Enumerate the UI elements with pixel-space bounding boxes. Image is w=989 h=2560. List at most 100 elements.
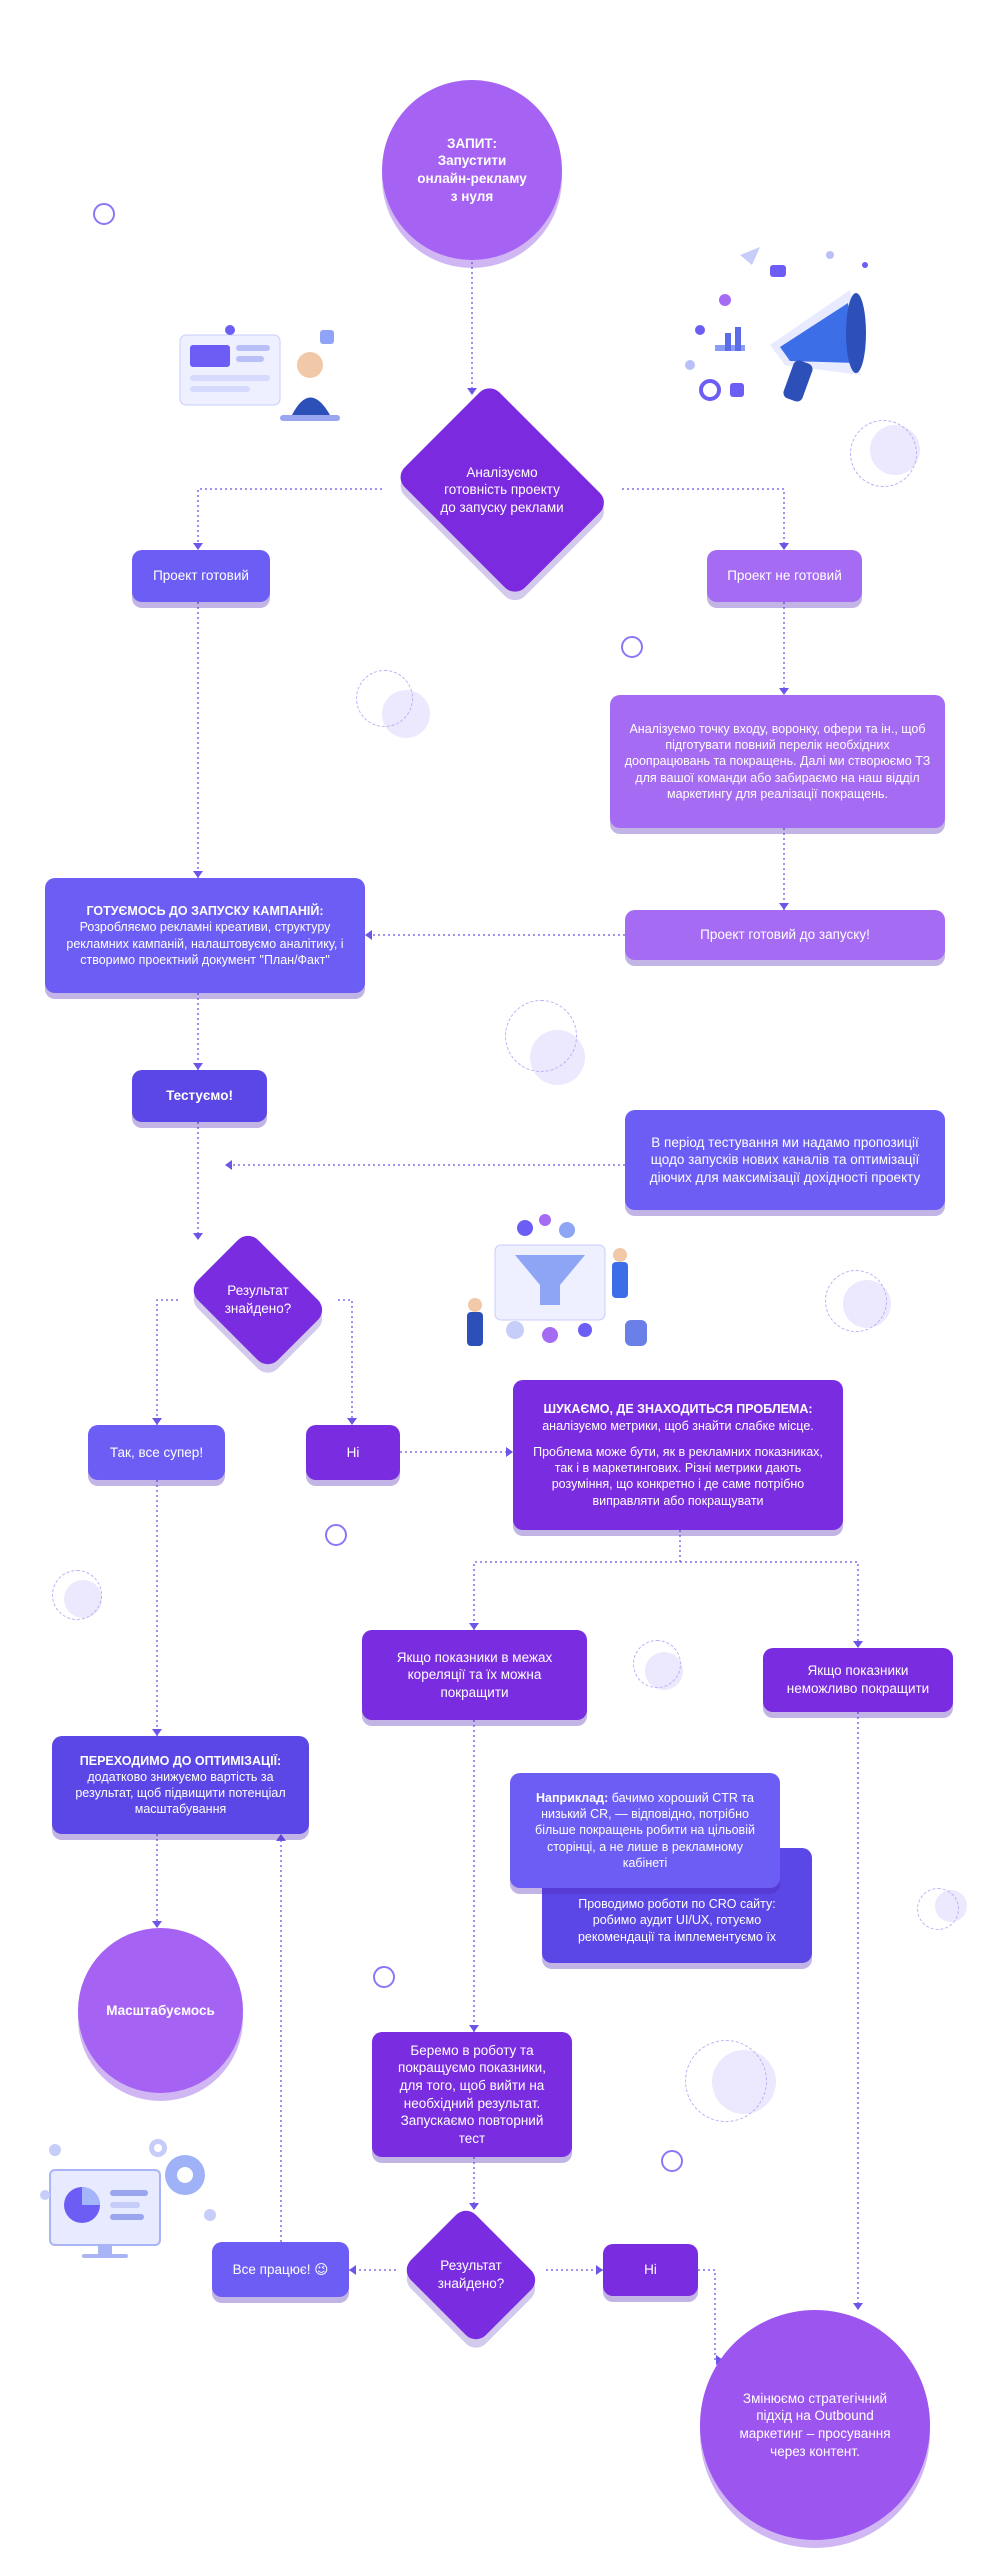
node-project-ready-label: Проект готовий [153,568,249,584]
decision-result-1: Результат знайдено? [178,1240,338,1360]
node-outbound: Змінюємо стратегічний підхід на Outbound… [700,2310,930,2540]
start-circle: ЗАПИТ: Запустити онлайн-рекламу з нуля [382,80,562,260]
connector-arrowhead [779,543,789,550]
node-prepare-campaigns: ГОТУЄМОСЬ ДО ЗАПУСКУ КАМПАНІЙ: Розробляє… [45,878,365,993]
node-testing-label: Тестуємо! [166,1088,233,1104]
decor-ring [825,1270,887,1332]
node-project-not-ready-label: Проект не готовий [727,568,842,584]
start-line-3: онлайн-рекламу [417,171,527,186]
connector-arrowhead [193,1063,203,1070]
decision-readiness: Аналізуємо готовність проекту до запуску… [382,395,622,585]
decor-ring [685,2040,767,2122]
decor-ring [505,1000,577,1072]
connector-arrowhead [596,2265,603,2275]
node-cant-improve-label: Якщо показники неможливо покращити [786,1663,930,1696]
node-prepare-body: Розробляємо рекламні креативи, структуру… [66,920,344,967]
node-optimize: ПЕРЕХОДИМО ДО ОПТИМІЗАЦІЇ: додатково зни… [52,1736,309,1834]
decision-readiness-label: Аналізуємо готовність проекту до запуску… [440,464,564,515]
designer-illustration [179,325,340,421]
node-project-ready: Проект готовий [132,550,270,602]
funnel-illustration [467,1214,647,1346]
connector-line [698,2269,723,2361]
decor-ring [621,636,643,658]
decor-ring [917,1888,959,1930]
node-improve: Якщо показники в межах кореляції та їх м… [362,1630,587,1720]
node-ready-to-launch: Проект готовий до запуску! [625,910,945,960]
node-retest-label: Беремо в роботу та покращуємо показники,… [398,2042,546,2146]
node-project-not-ready: Проект не готовий [707,550,862,602]
node-example-body: бачимо хороший CTR та низький CR, — відп… [535,1790,755,1870]
node-scale-label: Масштабуємось [106,2002,215,2018]
node-problem-title: ШУКАЄМО, ДЕ ЗНАХОДИТЬСЯ ПРОБЛЕМА: [543,1402,813,1417]
connector-arrowhead [276,1834,286,1841]
connector-arrowhead [193,871,203,878]
node-no-2-label: Ні [644,2262,657,2278]
connector-line [197,488,382,550]
node-cant-improve: Якщо показники неможливо покращити [763,1648,953,1712]
decor-ring [633,1640,681,1688]
node-ready-to-launch-label: Проект готовий до запуску! [700,927,870,943]
node-yes-super: Так, все супер! [88,1425,225,1480]
connector-arrowhead [469,2025,479,2032]
connector-line [156,1299,178,1425]
connector-arrowhead [853,1641,863,1648]
node-optimize-body: додатково знижуємо вартість за результат… [75,1769,286,1817]
connector-arrowhead [347,1418,357,1425]
node-testing: Тестуємо! [132,1070,267,1122]
node-prepare-title: ГОТУЄМОСЬ ДО ЗАПУСКУ КАМПАНІЙ: [86,904,324,918]
connector-arrowhead [506,1447,513,1457]
node-cro-label: Проводимо роботи по CRO сайту: робимо ау… [577,1897,777,1944]
connector-line [473,1530,681,1630]
dashboard-illustration [40,2139,216,2258]
connector-arrowhead [365,930,372,940]
decor-ring [850,420,917,487]
connector-line [622,488,785,550]
connector-line [680,1561,859,1648]
connector-arrowhead [779,903,789,910]
node-find-problem: ШУКАЄМО, ДЕ ЗНАХОДИТЬСЯ ПРОБЛЕМА: аналіз… [513,1380,843,1530]
connector-arrowhead [225,1160,232,1170]
decor-ring [325,1524,347,1546]
connector-arrowhead [469,1623,479,1630]
connector-arrowhead [853,2303,863,2310]
connector-arrowhead [193,1233,203,1240]
connector-arrowhead [152,1921,162,1928]
megaphone-illustration [685,247,868,402]
start-line-2: Запустити [437,153,507,169]
node-yes-super-label: Так, все супер! [109,1444,204,1460]
decor-ring [52,1570,102,1620]
node-analyze-entry: Аналізуємо точку входу, воронку, офери т… [610,695,945,828]
node-example: Наприклад: бачимо хороший CTR та низький… [510,1773,780,1888]
gear-icon [165,2155,205,2195]
start-line-4: з нуля [450,188,494,204]
node-no-2: Ні [603,2244,698,2296]
node-scale: Масштабуємось [78,1928,243,2093]
node-all-works-label: Все працює! 😉 [232,2261,329,2277]
node-no-1-label: Ні [346,1444,360,1460]
node-example-text: Наприклад: бачимо хороший CTR та низький… [524,1790,766,1871]
node-example-bold: Наприклад: [536,1790,609,1805]
node-testing-note: В період тестування ми надамо пропозиції… [625,1110,945,1210]
decision-result-2-label: Результат знайдено? [437,2258,505,2291]
decor-ring [356,670,413,727]
connector-arrowhead [152,1729,162,1736]
node-no-1: Ні [306,1425,400,1480]
node-outbound-label: Змінюємо стратегічний підхід на Outbound… [739,2390,891,2459]
node-problem-line: аналізуємо метрики, щоб знайти слабке мі… [542,1418,814,1433]
node-problem-body: Проблема може бути, як в рекламних показ… [533,1444,823,1508]
decision-result-1-label: Результат знайдено? [224,1283,292,1316]
start-line-1: ЗАПИТ: [447,135,497,151]
decor-ring [661,2150,683,2172]
node-analyze-entry-label: Аналізуємо точку входу, воронку, офери т… [624,721,931,801]
decor-ring [373,1966,395,1988]
node-retest: Беремо в роботу та покращуємо показники,… [372,2032,572,2157]
connector-arrowhead [469,2203,479,2210]
connector-line [338,1299,353,1425]
node-optimize-title: ПЕРЕХОДИМО ДО ОПТИМІЗАЦІЇ: [79,1753,282,1768]
decision-result-2: Результат знайдено? [396,2210,546,2340]
connector-arrowhead [349,2265,356,2275]
connector-arrowhead [779,688,789,695]
connector-arrowhead [467,388,477,395]
